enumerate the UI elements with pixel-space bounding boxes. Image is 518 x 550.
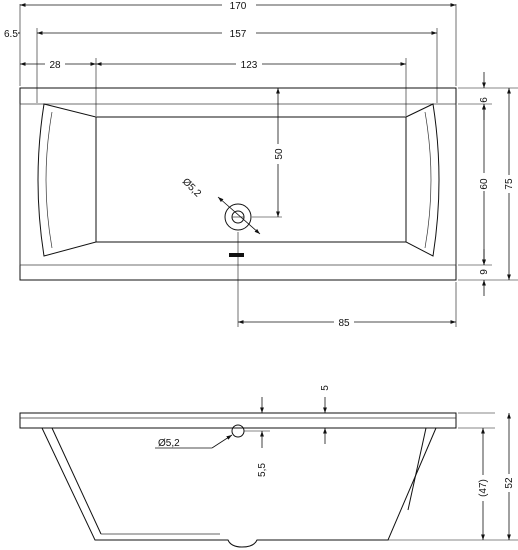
leader-diameter-plan — [217, 196, 261, 235]
side-body-right-wall — [407, 427, 427, 511]
dim-label-47: (47) — [478, 479, 489, 497]
side-drain — [231, 424, 245, 438]
left-backrest — [37, 103, 97, 257]
right-backrest-inner-line — [424, 111, 432, 249]
dim-label-6-5: 6.5 — [4, 29, 18, 40]
side-body-left-wall — [51, 427, 102, 535]
dim-label-50: 50 — [274, 148, 285, 160]
left-backrest-inner-line — [45, 111, 53, 249]
dim-label-5: 5 — [320, 385, 331, 391]
dim-label-75: 75 — [504, 178, 515, 190]
dim-label-28: 28 — [49, 60, 61, 71]
dim-label-170: 170 — [230, 1, 247, 12]
dim-label-157: 157 — [230, 29, 247, 40]
dim-label-6: 6 — [479, 97, 490, 103]
dim-label-52: 52 — [504, 477, 515, 489]
plan-view: 170 157 6.5 28 123 50 Ø5,2 85 6 60 75 9 — [2, 0, 518, 329]
dim-label-diameter-side: Ø5,2 — [158, 438, 180, 449]
side-rim — [19, 412, 457, 429]
tub-floor-outline — [95, 116, 407, 243]
dim-label-diameter-plan: Ø5,2 — [180, 176, 203, 199]
dim-label-85: 85 — [338, 318, 350, 329]
right-backrest — [405, 103, 440, 257]
side-view: 5 Ø5,2 5,5 (47) 52 — [19, 385, 518, 548]
dim-label-123: 123 — [241, 60, 258, 71]
dim-label-9: 9 — [479, 269, 490, 275]
dim-label-60: 60 — [479, 178, 490, 190]
overflow-slot — [229, 253, 244, 257]
leader-diameter-side-arrow — [211, 434, 233, 449]
side-body-outline — [41, 427, 437, 548]
dim-label-5-5: 5,5 — [257, 463, 268, 477]
